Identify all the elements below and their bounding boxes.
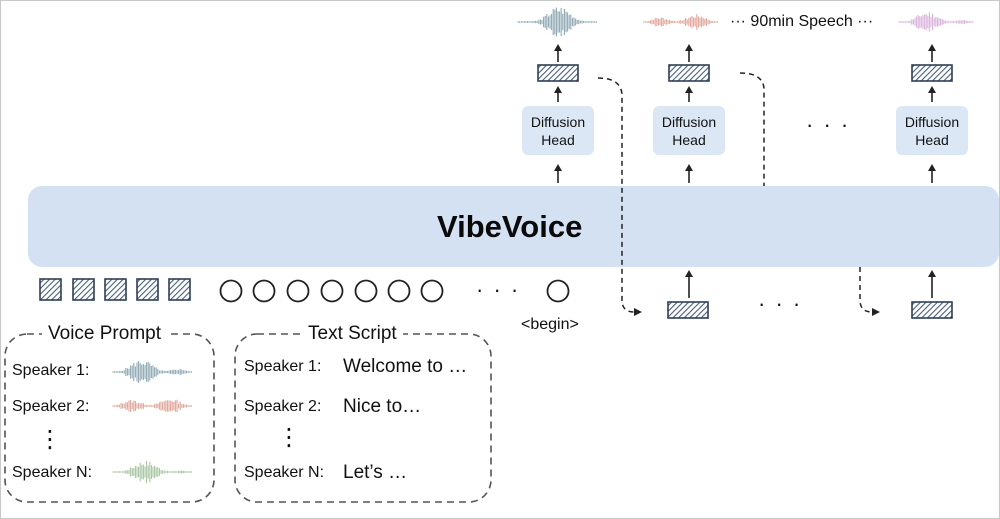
begin-token-label: <begin> — [521, 316, 579, 333]
model-title: VibeVoice — [437, 209, 583, 244]
arrow-icon-bar-to-head-2 — [685, 164, 693, 183]
waveform-icon-output-2 — [643, 14, 719, 30]
waveform-icon-speaker-2 — [112, 399, 192, 413]
begin-token-circle — [546, 279, 570, 303]
text-token-circle-7 — [420, 279, 444, 303]
script-line-n: Let’s … — [343, 462, 408, 483]
text-token-circle-2 — [252, 279, 276, 303]
speech-duration-caption: ··· 90min Speech ··· — [730, 13, 874, 30]
voice-prompt-token-1 — [39, 278, 62, 301]
arrow-icon-token-to-wave-2 — [685, 44, 693, 62]
generated-latent-token-2 — [668, 64, 710, 82]
script-speaker-1-label: Speaker 1: — [244, 358, 322, 375]
vibevoice-model-bar — [28, 186, 999, 267]
generated-latent-token-1 — [537, 64, 579, 82]
feedback-latent-token-1 — [667, 301, 709, 319]
voice-prompt-token-4 — [136, 278, 159, 301]
diffusion-head-1-line2: Head — [541, 132, 575, 148]
voice-prompt-token-5 — [168, 278, 191, 301]
arrow-icon-head-to-token-1 — [554, 86, 562, 102]
feedback-dashed-line-3 — [859, 267, 880, 316]
text-token-circle-6 — [387, 279, 411, 303]
diffusion-head-3-line2: Head — [915, 132, 949, 148]
voice-speaker-1-label: Speaker 1: — [12, 362, 90, 379]
script-speaker-n-label: Speaker N: — [244, 464, 325, 481]
feedback-dashed-line-2 — [739, 72, 765, 186]
voice-prompt-title: Voice Prompt — [42, 324, 167, 343]
arrow-icon-token-to-wave-3 — [928, 44, 936, 62]
diffusion-head-1 — [522, 106, 594, 155]
diffusion-head-2-label: Diffusion Head — [653, 113, 725, 149]
waveform-icon-output-3 — [898, 12, 974, 32]
heads-ellipsis: · · · — [806, 112, 851, 137]
text-script-box — [234, 333, 492, 503]
waveform-icon-speaker-n — [112, 460, 192, 484]
text-script-title: Text Script — [302, 324, 403, 343]
voice-prompt-token-3 — [104, 278, 127, 301]
text-token-circle-5 — [354, 279, 378, 303]
output-tokens-ellipsis: · · · — [758, 291, 803, 316]
voice-prompt-token-2 — [72, 278, 95, 301]
arrow-icon-token-to-wave-1 — [554, 44, 562, 62]
script-line-2: Nice to… — [343, 396, 422, 417]
script-vertical-ellipsis: ⋮ — [277, 424, 301, 451]
arrow-icon-head-to-token-3 — [928, 86, 936, 102]
diffusion-head-2-line2: Head — [672, 132, 706, 148]
text-token-circle-3 — [286, 279, 310, 303]
arrow-icon-head-to-token-2 — [685, 86, 693, 102]
waveform-icon-speaker-1 — [112, 361, 192, 383]
text-token-circle-4 — [320, 279, 344, 303]
arrow-icon-feedback-token-1 — [685, 270, 693, 298]
diffusion-head-3-line1: Diffusion — [904, 114, 960, 130]
feedback-dashed-line-1 — [597, 77, 642, 316]
script-speaker-2-label: Speaker 2: — [244, 398, 322, 415]
tokens-ellipsis: · · · — [476, 277, 521, 302]
feedback-latent-token-2 — [911, 301, 953, 319]
voice-vertical-ellipsis: ⋮ — [38, 426, 62, 453]
diffusion-head-1-label: Diffusion Head — [522, 113, 594, 149]
voice-speaker-n-label: Speaker N: — [12, 464, 93, 481]
arrow-icon-bar-to-head-3 — [928, 164, 936, 183]
arrow-icon-feedback-token-2 — [928, 270, 936, 298]
diffusion-head-2 — [653, 106, 725, 155]
text-token-circle-1 — [219, 279, 243, 303]
diffusion-head-2-line1: Diffusion — [661, 114, 717, 130]
diffusion-head-3 — [896, 106, 968, 155]
diffusion-head-3-label: Diffusion Head — [896, 113, 968, 149]
arrow-icon-bar-to-head-1 — [554, 164, 562, 183]
voice-speaker-2-label: Speaker 2: — [12, 398, 90, 415]
waveform-icon-output-1 — [517, 7, 597, 37]
generated-latent-token-3 — [911, 64, 953, 82]
script-line-1: Welcome to … — [343, 356, 468, 377]
diffusion-head-1-line1: Diffusion — [530, 114, 586, 130]
